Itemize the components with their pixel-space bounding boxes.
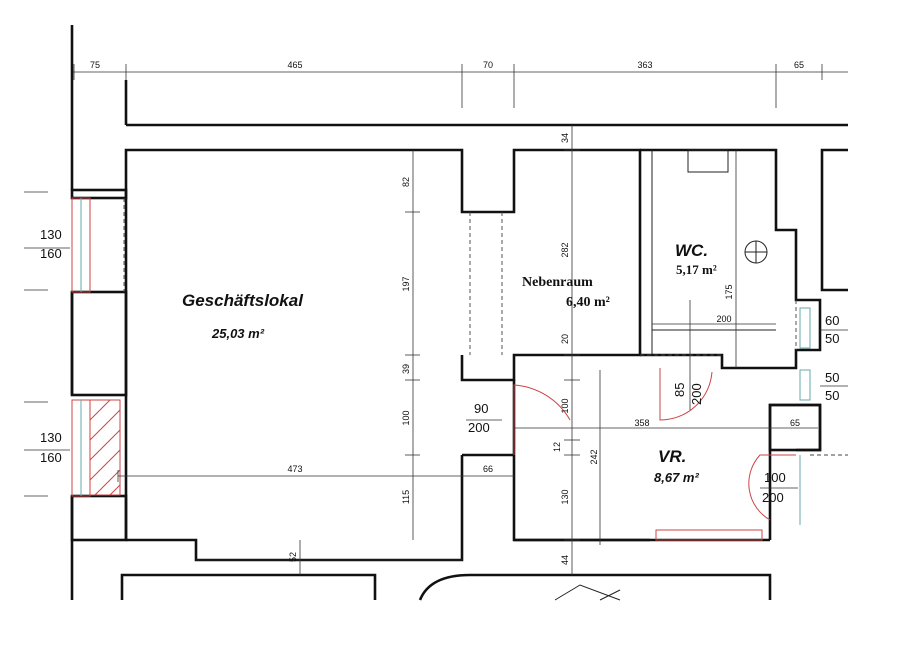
svg-text:200: 200 — [689, 383, 704, 405]
svg-text:130: 130 — [40, 227, 62, 242]
left-tick-marks — [24, 191, 48, 497]
dim-v-39: 39 — [401, 364, 411, 374]
room-area-wc: 5,17 m² — [676, 262, 717, 277]
dim-v-197: 197 — [401, 276, 411, 291]
svg-text:200: 200 — [762, 490, 784, 505]
dim-v-34: 34 — [560, 133, 570, 143]
svg-text:100: 100 — [764, 470, 786, 485]
dim-v-44: 44 — [560, 555, 570, 565]
svg-text:130: 130 — [40, 430, 62, 445]
svg-text:60: 60 — [825, 313, 839, 328]
svg-text:200: 200 — [468, 420, 490, 435]
dim-v-82: 82 — [401, 177, 411, 187]
room-area-nebenraum: 6,40 m² — [566, 295, 610, 310]
dim-v-20: 20 — [560, 334, 570, 344]
dim-v-130: 130 — [560, 489, 570, 504]
wc-cistern — [687, 149, 729, 173]
dim-v-12: 12 — [552, 442, 562, 452]
dim-v-175: 175 — [724, 284, 734, 299]
interior-details — [71, 149, 848, 601]
label-door-vr: 100 200 — [760, 470, 798, 505]
svg-text:160: 160 — [40, 246, 62, 261]
dim-top-70: 70 — [483, 60, 493, 70]
label-window-lower: 130 160 — [24, 430, 70, 465]
dim-h-65: 65 — [790, 418, 800, 428]
room-name-nebenraum: Nebenraum — [522, 275, 593, 290]
dim-v-100-mid: 100 — [560, 398, 570, 413]
svg-text:50: 50 — [825, 388, 839, 403]
dim-h-358: 358 — [634, 418, 649, 428]
dim-top-363: 363 — [637, 60, 652, 70]
label-door-wc: 85 200 — [672, 383, 704, 405]
walls — [70, 25, 848, 601]
dim-h-200: 200 — [716, 314, 731, 324]
dim-v-282: 282 — [560, 242, 570, 257]
dim-v-242: 242 — [589, 449, 599, 464]
svg-text:50: 50 — [825, 370, 839, 385]
opening-labels: 130 160 130 160 90 200 85 200 100 200 60… — [24, 227, 848, 505]
room-labels: Geschäftslokal 25,03 m² Nebenraum 6,40 m… — [182, 241, 717, 485]
svg-text:90: 90 — [474, 401, 488, 416]
room-name-geschaeftslokal: Geschäftslokal — [182, 291, 304, 310]
radiator — [655, 529, 763, 541]
svg-text:50: 50 — [825, 331, 839, 346]
svg-text:85: 85 — [672, 383, 687, 397]
label-door-nebenraum: 90 200 — [466, 401, 502, 435]
dim-h-66: 66 — [483, 464, 493, 474]
room-area-geschaeftslokal: 25,03 m² — [211, 326, 265, 341]
dim-top-65: 65 — [794, 60, 804, 70]
label-window-upper: 130 160 — [24, 227, 70, 261]
room-area-vr: 8,67 m² — [654, 470, 699, 485]
dim-h-473: 473 — [287, 464, 302, 474]
top-dimension-chain: 75 465 70 363 65 — [72, 60, 848, 108]
room-name-wc: WC. — [675, 241, 708, 260]
dim-v-100-left: 100 — [401, 410, 411, 425]
label-right-upper: 60 50 — [820, 313, 848, 346]
door-swing-vr — [748, 454, 796, 521]
dim-v-115: 115 — [401, 490, 411, 504]
room-name-vr: VR. — [658, 447, 686, 466]
door-swing-nebenraum — [513, 384, 571, 455]
label-right-lower: 50 50 — [820, 370, 848, 403]
interior-dimensions: 82 197 39 100 115 473 66 52 34 282 20 10… — [117, 125, 818, 575]
hatched-opening — [89, 399, 121, 496]
dim-top-75: 75 — [90, 60, 100, 70]
dim-v-52: 52 — [288, 552, 298, 562]
door-swing-wc — [659, 368, 713, 421]
dim-top-465: 465 — [287, 60, 302, 70]
svg-text:160: 160 — [40, 450, 62, 465]
